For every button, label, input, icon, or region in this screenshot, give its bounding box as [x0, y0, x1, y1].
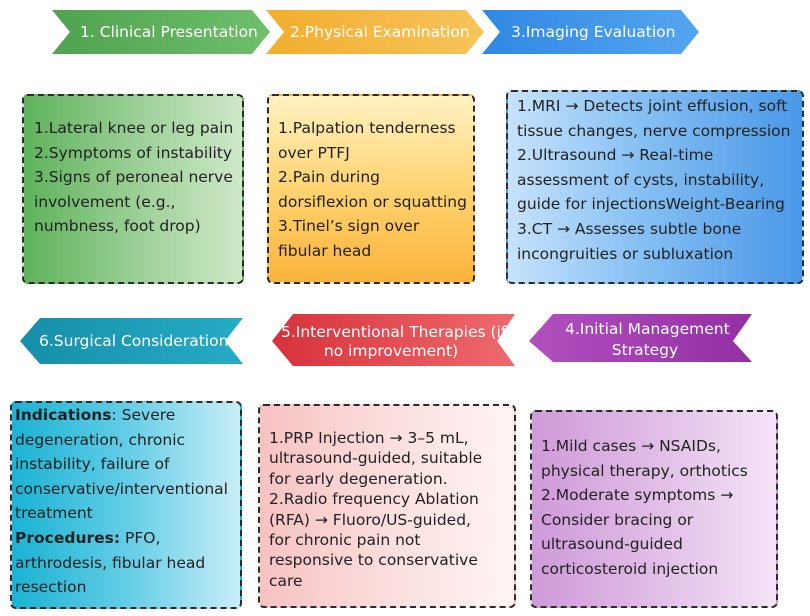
step-6-chevron [20, 318, 243, 364]
indications-line: instability, failure of [15, 455, 170, 474]
physical-line: 2.Pain during [278, 168, 380, 187]
imaging-evaluation-box: 1.MRI → Detects joint effusion, soft tis… [506, 90, 804, 284]
physical-line: 1.Palpation tenderness [278, 119, 456, 137]
clinical-line: 1.Lateral knee or leg pain [34, 119, 234, 137]
initial-line: 1.Mild cases → NSAIDs, [541, 437, 721, 455]
clinical-line: numbness, foot drop) [34, 217, 201, 236]
initial-line: corticosteroid injection [541, 559, 719, 578]
imaging-line: incongruities or subluxation [517, 244, 734, 263]
initial-line: Consider bracing or [541, 510, 694, 529]
procedures-line: resection [15, 578, 87, 597]
surgical-consideration-box: Indications: Severe degeneration, chroni… [10, 401, 242, 609]
indications-separator: : [111, 406, 117, 424]
initial-line: 2.Moderate symptoms → [541, 486, 734, 505]
surgical-indications: Indications: Severe [15, 403, 240, 428]
initial-management-box: 1.Mild cases → NSAIDs, physical therapy,… [530, 410, 778, 608]
step-3-label: 3.Imaging Evaluation [511, 23, 676, 41]
step-2-label: 2.Physical Examination [290, 23, 470, 41]
surgical-procedures: Procedures: PFO, [15, 526, 240, 551]
clinical-presentation-box: 1.Lateral knee or leg pain 2.Symptoms of… [22, 94, 244, 284]
interventional-line: ultrasound-guided, suitable [269, 449, 483, 468]
imaging-line: guide for injectionsWeight-Bearing [517, 195, 785, 214]
imaging-line: tissue changes, nerve compression [517, 121, 791, 140]
step-5-chevron [272, 314, 515, 366]
initial-line: physical therapy, orthotics [541, 461, 748, 480]
interventional-line: for early degeneration. [269, 469, 448, 488]
imaging-line: 3.CT → Assesses subtle bone [517, 219, 742, 238]
procedures-line: PFO, [120, 528, 161, 547]
imaging-line: assessment of cysts, instability, [517, 170, 765, 189]
physical-examination-box: 1.Palpation tenderness over PTFJ 2.Pain … [267, 94, 475, 284]
initial-line: ultrasound-guided [541, 535, 683, 554]
step-1-label: 1. Clinical Presentation [80, 23, 258, 41]
interventional-line: responsive to conservative [269, 551, 478, 570]
imaging-line: 2.Ultrasound → Real-time [517, 146, 714, 165]
indications-line: degeneration, chronic [15, 430, 186, 449]
interventional-line: care [269, 571, 303, 590]
physical-line: 3.Tinel’s sign over [278, 217, 420, 236]
step-4-label-line-1: 4.Initial Management [565, 320, 730, 338]
physical-line: fibular head [278, 241, 372, 260]
step-5-label: 5.Interventional Therapies (if no improv… [281, 323, 507, 361]
procedures-line: arthrodesis, fibular head [15, 553, 206, 572]
step-5-label-line-2: no improvement) [323, 342, 459, 360]
step-6-label: 6.Surgical Consideration [39, 332, 229, 350]
clinical-line: 2.Symptoms of instability [34, 143, 233, 162]
interventional-line: (RFA) → Fluoro/US-guided, [269, 510, 471, 529]
interventional-line: 2.Radio frequency Ablation [269, 490, 479, 509]
step-5-label-line-1: 5.Interventional Therapies (if [281, 323, 507, 341]
interventional-therapies-box: 1.PRP Injection → 3–5 mL, ultrasound-gui… [258, 404, 516, 608]
step-2-chevron [266, 10, 484, 54]
step-4-label: 4.Initial Management Strategy [565, 320, 730, 360]
step-4-chevron [529, 314, 752, 362]
interventional-line: 1.PRP Injection → 3–5 mL, [269, 429, 469, 447]
physical-line: dorsiflexion or squatting [278, 192, 467, 211]
clinical-line: involvement (e.g., [34, 192, 176, 211]
procedures-label: Procedures: [15, 528, 121, 547]
physical-line: over PTFJ [278, 143, 350, 162]
imaging-line: 1.MRI → Detects joint effusion, soft [517, 97, 788, 115]
indications-label: Indications [15, 406, 112, 424]
indications-line: conservative/interventional [15, 479, 228, 498]
indications-line: Severe [116, 406, 176, 424]
interventional-line: for chronic pain not [269, 531, 421, 550]
step-1-chevron [52, 10, 270, 54]
step-4-label-line-2: Strategy [611, 341, 679, 359]
step-3-chevron [482, 10, 699, 54]
clinical-line: 3.Signs of peroneal nerve [34, 168, 233, 187]
indications-line: treatment [15, 504, 93, 523]
